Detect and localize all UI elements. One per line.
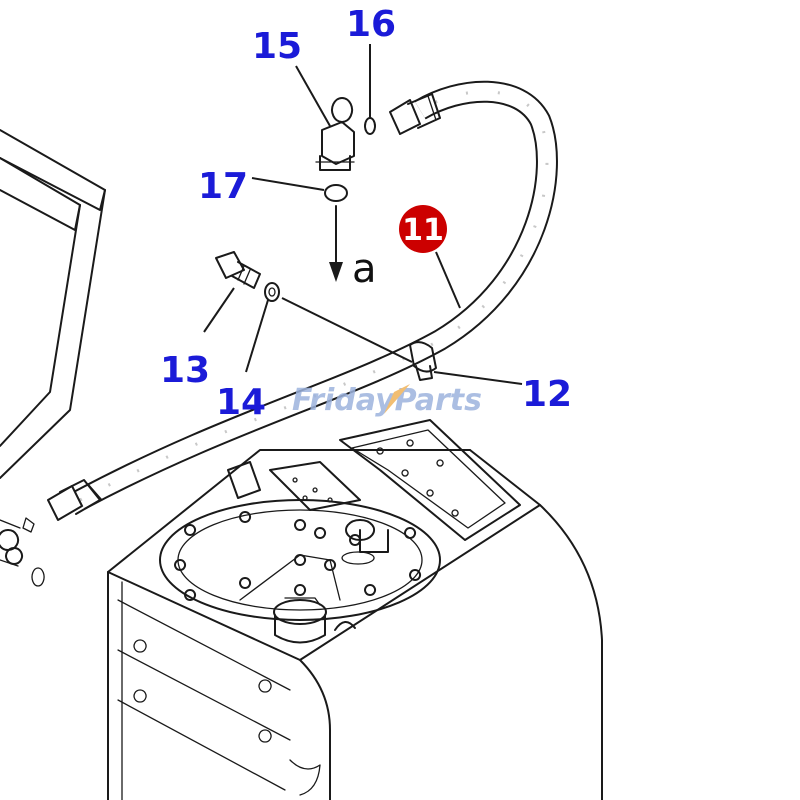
callout-13: 13	[160, 350, 210, 391]
watermark-part2: Parts	[395, 383, 482, 418]
washer	[264, 282, 280, 302]
watermark-part1: Friday	[292, 383, 396, 418]
watermark: FridayParts	[292, 383, 482, 418]
tank-body	[107, 449, 603, 800]
view-marker-label: a	[352, 246, 377, 292]
callout-17: 17	[198, 166, 248, 207]
callout-11-highlight: 11	[399, 205, 447, 253]
hose-end-fitting-lower	[47, 479, 103, 521]
svg-text:FridayParts: FridayParts	[292, 383, 482, 418]
bolt	[215, 251, 261, 289]
hose	[74, 80, 558, 510]
callout-16: 16	[346, 4, 396, 45]
hose-end-fitting-upper	[389, 93, 441, 135]
callout-15: 15	[252, 26, 302, 67]
leader-lines	[203, 44, 523, 385]
tank-top-parts	[159, 419, 521, 644]
callout-11: 11	[402, 213, 444, 248]
callout-14: 14	[216, 382, 266, 423]
clamp	[409, 341, 437, 381]
cab-frame	[0, 129, 106, 587]
o-ring-16	[364, 117, 376, 135]
view-arrow	[329, 205, 343, 282]
o-ring-17	[324, 184, 348, 202]
elbow-fitting	[315, 97, 355, 171]
callout-12: 12	[522, 374, 572, 415]
callout-labels: 15 16 17 13 14 12	[160, 4, 572, 423]
